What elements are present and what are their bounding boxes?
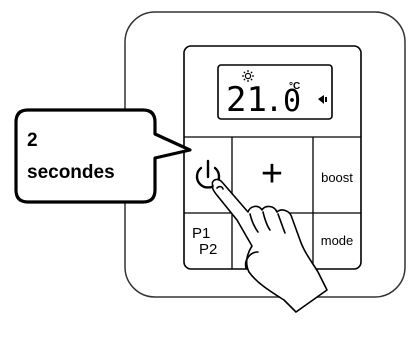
boost-label: boost	[321, 170, 353, 185]
plus-button[interactable]: +	[232, 137, 313, 213]
boost-button[interactable]: boost	[313, 137, 361, 213]
callout-bubble	[14, 108, 192, 204]
mode-label: mode	[321, 233, 354, 248]
temperature-decimal: .0	[265, 84, 301, 119]
p1-p2-button[interactable]: P1 P2	[184, 213, 232, 269]
p2-label: P2	[199, 241, 217, 258]
callout-line-2: secondes	[27, 162, 115, 183]
p1-label: P1	[192, 225, 210, 242]
power-button[interactable]	[184, 137, 232, 213]
temperature-unit: °C	[289, 81, 300, 92]
pointing-hand-icon	[211, 178, 328, 313]
power-icon	[195, 159, 221, 189]
mode-button[interactable]: mode	[313, 213, 361, 269]
callout-line-1: 2	[27, 130, 38, 151]
sun-icon	[242, 70, 254, 82]
signal-icon	[318, 95, 327, 104]
temperature-integer: 21	[226, 80, 267, 120]
plus-label: +	[261, 153, 283, 195]
